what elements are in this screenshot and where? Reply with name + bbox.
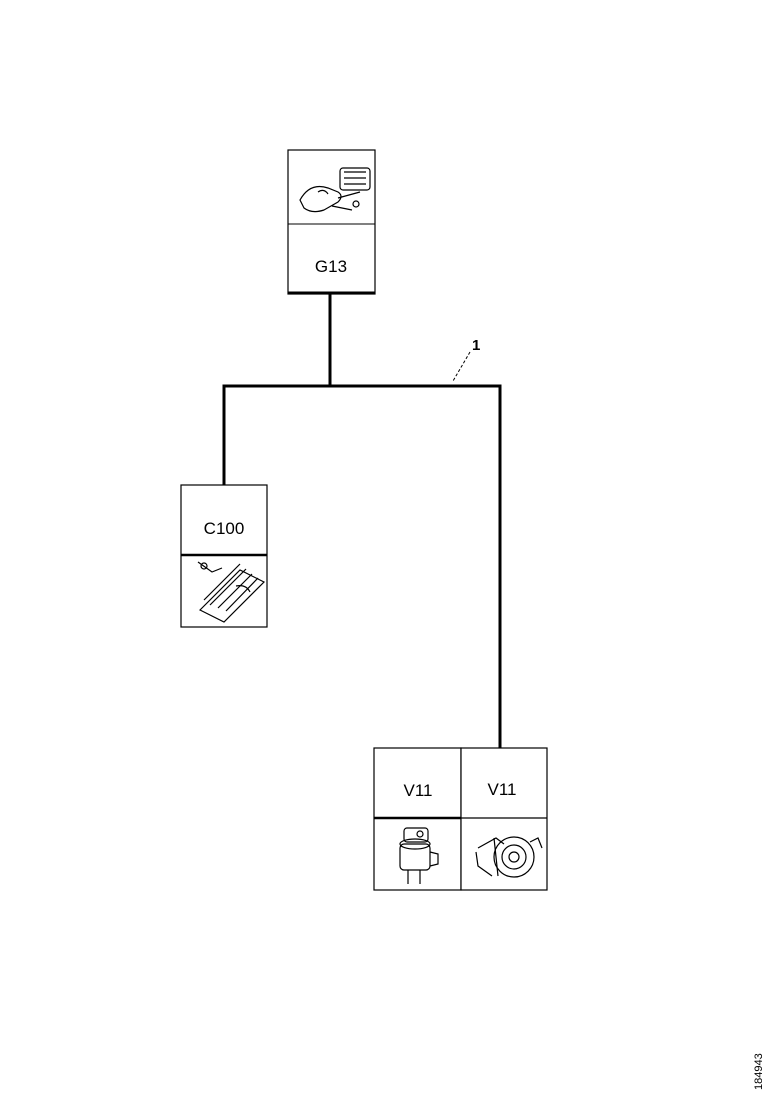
document-id: 184943 <box>753 1053 765 1090</box>
component-label-v11-right: V11 <box>488 780 517 799</box>
harness-connector-icon <box>299 167 371 213</box>
component-v11-left[interactable]: V11 <box>373 747 462 891</box>
component-label-g13: G13 <box>315 257 347 276</box>
callout-leader <box>452 351 471 382</box>
component-g13[interactable]: G13 <box>287 149 376 295</box>
multi-pin-connector-icon <box>197 561 266 623</box>
motor-unit-icon <box>399 827 439 884</box>
pump-unit-icon <box>475 836 543 878</box>
component-label-v11-left: V11 <box>404 781 433 800</box>
component-c100[interactable]: C100 <box>180 484 268 628</box>
component-label-c100: C100 <box>204 519 245 538</box>
wiring: 1 <box>222 292 502 750</box>
wire-callout-number: 1 <box>472 337 480 354</box>
component-v11-right[interactable]: V11 <box>460 747 548 891</box>
